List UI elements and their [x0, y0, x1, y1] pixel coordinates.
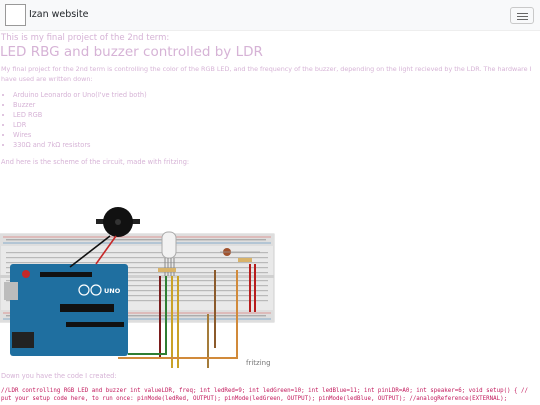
circuit-diagram-image: UNO fritzing: [0, 207, 275, 368]
menu-toggle-button[interactable]: [510, 7, 534, 24]
code-line: //LDR controlling RGB LED and buzzer int…: [1, 388, 528, 394]
list-item: Arduino Leonardo or Uno(I've tried both): [13, 90, 147, 100]
project-description: My final project for the 2nd term is con…: [1, 65, 532, 83]
resistors: [158, 248, 260, 272]
list-item: 330Ω and 7kΩ resistors: [13, 140, 147, 150]
hardware-list: Arduino Leonardo or Uno(I've tried both)…: [7, 90, 147, 150]
rgb-led: [161, 231, 177, 276]
intro-text: This is my final project of the 2nd term…: [1, 33, 170, 43]
navbar: Izan website: [0, 0, 540, 31]
brand-logo-image[interactable]: [5, 4, 26, 26]
list-item: LED RGB: [13, 110, 147, 120]
list-item: Buzzer: [13, 100, 147, 110]
list-item: LDR: [13, 120, 147, 130]
arduino-uno-board: UNO: [4, 264, 128, 356]
hamburger-icon: [517, 13, 528, 14]
page-title: LED RBG and buzzer controlled by LDR: [0, 44, 263, 60]
buzzer: [69, 207, 140, 268]
hamburger-icon-line: [517, 16, 528, 17]
code-label: Down you have the code I created:: [1, 372, 117, 380]
board-label: UNO: [104, 287, 121, 295]
code-line: put your setup code here, to run once: p…: [1, 396, 508, 402]
scheme-label: And here is the scheme of the circuit, m…: [1, 158, 190, 166]
wires: [118, 264, 256, 368]
hamburger-icon-line: [517, 19, 528, 20]
list-item: Wires: [13, 130, 147, 140]
brand-name[interactable]: Izan website: [29, 9, 89, 20]
fritzing-watermark: fritzing: [246, 359, 271, 367]
code-block: //LDR controlling RGB LED and buzzer int…: [1, 387, 539, 403]
